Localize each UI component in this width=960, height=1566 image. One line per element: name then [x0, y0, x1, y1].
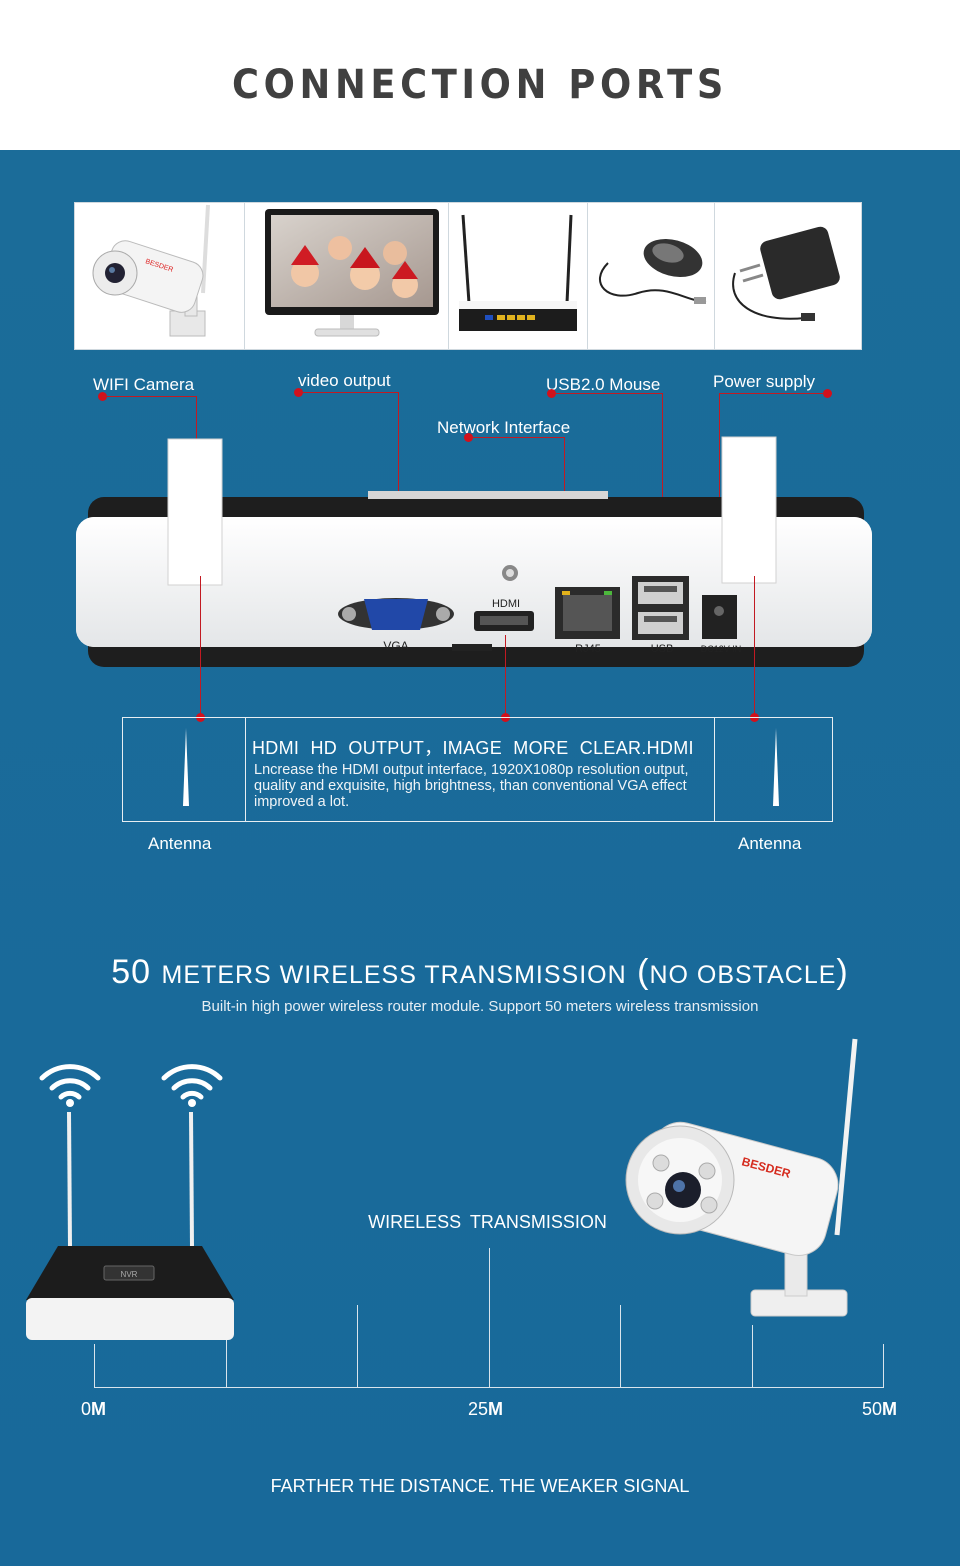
nvr-rear-view: VGA HDMI RJ45 USB DC12V IN — [76, 436, 872, 667]
scale-tick — [226, 1340, 227, 1388]
footer-note: FARTHER THE DISTANCE. THE WEAKER SIGNAL — [270, 1476, 690, 1496]
callout-line — [754, 576, 755, 716]
wireless-transmission-label: WIRELESS TRANSMISSION — [368, 1212, 607, 1232]
callout-line — [505, 635, 506, 716]
rj45-label: RJ45 — [575, 643, 601, 655]
wifi-signal-icon — [39, 1064, 101, 1107]
spec-box — [122, 717, 833, 822]
bullet-camera: BESDER — [625, 1038, 858, 1317]
power-adapter-icon — [732, 226, 840, 321]
nvr-badge: NVR — [121, 1270, 138, 1279]
antenna-icon — [773, 728, 779, 806]
label-power-supply: Power supply — [713, 372, 816, 391]
scale-tick — [94, 1344, 95, 1388]
scale-label-50m: 50M — [862, 1399, 898, 1419]
callout-line — [551, 393, 663, 394]
callout-line — [200, 576, 201, 716]
hdmi-label: HDMI — [492, 598, 520, 610]
accessory-mouse — [588, 203, 715, 349]
hdmi-port — [474, 611, 534, 631]
dc-port — [702, 595, 737, 639]
callout-line — [662, 393, 663, 579]
callout-line — [298, 392, 399, 393]
spec-description: Lncrease the HDMI output interface, 1920… — [254, 762, 689, 810]
blue-panel — [0, 150, 960, 1566]
scale-tick — [489, 1248, 490, 1388]
scale-tick — [752, 1325, 753, 1388]
spec-title: HDMI HD OUTPUT，IMAGE MORE CLEAR.HDMI — [252, 738, 694, 758]
header: CONNECTION PORTS — [0, 0, 960, 150]
scale-axis — [94, 1387, 884, 1388]
callout-dot — [823, 389, 832, 398]
accessory-strip: BESDER — [74, 202, 862, 350]
accessory-wifi-camera: BESDER — [75, 203, 245, 349]
antenna-icon — [183, 728, 189, 806]
vga-port — [338, 598, 454, 630]
callout-line — [102, 396, 197, 397]
label-antenna-left: Antenna — [148, 834, 212, 853]
rj45-port — [555, 587, 620, 639]
label-wifi-camera: WIFI Camera — [93, 375, 195, 394]
callout-line — [719, 393, 720, 598]
monitor-icon — [265, 209, 439, 337]
scale-tick — [620, 1305, 621, 1388]
wireless-subtitle: Built-in high power wireless router modu… — [201, 998, 759, 1015]
nvr-front: NVR — [26, 1111, 234, 1340]
callout-line — [196, 396, 197, 468]
usb-port — [632, 576, 689, 640]
router-icon — [459, 214, 577, 331]
label-antenna-right: Antenna — [738, 834, 802, 853]
wireless-title: 50 METERS WIRELESS TRANSMISSION (NO OBST… — [111, 953, 849, 991]
dc-label: DC12V IN — [701, 644, 742, 654]
callout-line — [719, 393, 825, 394]
label-usb-mouse: USB2.0 Mouse — [546, 375, 661, 394]
label-video-output: video output — [298, 371, 391, 390]
scale-tick — [357, 1305, 358, 1388]
scale-label-25m: 25M — [468, 1399, 504, 1419]
accessory-router — [449, 203, 588, 349]
wifi-signal-icon — [161, 1064, 223, 1107]
usb-label: USB — [651, 643, 674, 655]
scale-label-0m: 0M — [81, 1399, 107, 1419]
page-title: CONNECTION PORTS — [232, 62, 728, 108]
accessory-power-adapter — [715, 203, 863, 349]
vga-label: VGA — [383, 639, 408, 653]
label-network-interface: Network Interface — [437, 418, 571, 437]
accessory-monitor — [245, 203, 449, 349]
callout-line — [468, 437, 565, 438]
mouse-icon — [598, 238, 707, 304]
camera-icon: BESDER — [92, 204, 210, 337]
scale-tick — [883, 1344, 884, 1388]
